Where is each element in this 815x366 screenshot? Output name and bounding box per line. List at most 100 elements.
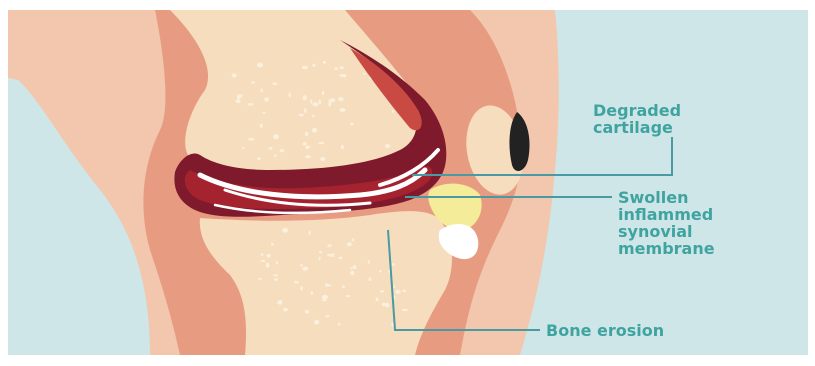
bone-speckle [402, 309, 408, 312]
bone-speckle [261, 89, 263, 93]
bone-speckle [379, 270, 381, 273]
bone-speckle [237, 94, 241, 99]
bone-speckle [403, 289, 406, 292]
bone-speckle [269, 147, 273, 150]
bone-speckle [248, 138, 254, 141]
bone-speckle [341, 145, 344, 149]
bone-speckle [322, 91, 325, 95]
bone-speckle [392, 110, 394, 113]
bone-speckle [353, 265, 356, 270]
bone-speckle [340, 74, 345, 77]
bone-speckle [392, 263, 395, 266]
bone-speckle [232, 73, 237, 77]
bone-speckle [274, 154, 276, 157]
bone-speckle [271, 243, 274, 246]
label-bone-erosion: Bone erosion [546, 321, 664, 340]
bone-speckle [310, 99, 312, 103]
bone-speckle [322, 299, 327, 301]
bone-speckle [280, 149, 285, 152]
label-synovial-line: membrane [618, 239, 715, 258]
bone-speckle [319, 100, 322, 105]
bone-speckle [352, 238, 354, 241]
bone-speckle [304, 108, 306, 113]
bone-speckle [273, 134, 279, 139]
bone-speckle [262, 112, 265, 114]
bone-speckle [273, 274, 278, 276]
bone-speckle [328, 102, 330, 107]
bone-speckle [282, 228, 288, 233]
bone-speckle [302, 66, 308, 70]
bone-speckle [327, 244, 331, 247]
bone-speckle [283, 308, 288, 312]
bone-speckle [313, 102, 319, 106]
bone-speckle [258, 63, 260, 65]
bone-speckle [350, 122, 353, 125]
bone-speckle [278, 300, 283, 305]
bone-speckle [368, 277, 371, 281]
bone-speckle [318, 142, 324, 144]
bone-speckle [300, 286, 303, 290]
bone-speckle [305, 310, 309, 314]
bone-speckle [311, 291, 313, 294]
bone-speckle [276, 261, 278, 264]
bone-speckle [327, 254, 332, 257]
bone-speckle [305, 146, 310, 149]
bone-speckle [242, 147, 244, 149]
bone-speckle [368, 260, 370, 263]
bone-speckle [326, 283, 328, 287]
bone-speckle [385, 303, 390, 308]
bone-speckle [294, 281, 299, 284]
bone-speckle [350, 271, 354, 276]
bone-speckle [302, 267, 308, 271]
label-degraded-cartilage: Degraded cartilage [593, 101, 687, 137]
bone-speckle [395, 290, 400, 294]
bone-speckle [300, 264, 303, 266]
bone-speckle [272, 83, 277, 85]
bone-speckle [339, 257, 343, 260]
bone-speckle [274, 278, 278, 281]
bone-speckle [261, 253, 264, 256]
bone-speckle [299, 114, 304, 117]
bone-speckle [338, 323, 340, 326]
bone-speckle [338, 97, 343, 101]
bone-speckle [309, 231, 311, 235]
bone-speckle [305, 132, 308, 137]
bone-speckle [264, 97, 269, 101]
bone-speckle [257, 157, 261, 160]
bone-speckle [312, 115, 315, 118]
bone-speckle [346, 295, 350, 297]
bone-speckle [312, 63, 315, 66]
bone-speckle [380, 290, 384, 292]
bone-speckle [261, 260, 266, 262]
bone-speckle [323, 61, 326, 64]
bone-speckle [303, 142, 307, 145]
bone-speckle [320, 157, 325, 161]
bone-speckle [303, 95, 307, 100]
bone-speckle [236, 99, 241, 103]
bone-speckle [376, 297, 379, 301]
bone-speckle [334, 67, 338, 69]
bone-speckle [393, 286, 395, 288]
bone-speckle [342, 285, 345, 288]
bone-speckle [260, 124, 263, 128]
bone-speckle [266, 254, 270, 258]
bone-speckle [305, 155, 311, 158]
bone-speckle [266, 263, 270, 268]
bone-speckle [347, 242, 352, 246]
bone-speckle [247, 103, 253, 106]
bone-speckle [340, 108, 346, 112]
bone-speckle [314, 320, 319, 325]
bone-speckle [319, 257, 321, 260]
bone-speckle [312, 128, 317, 133]
bone-speckle [251, 81, 255, 83]
bone-speckle [289, 93, 291, 98]
bone-speckle [326, 315, 330, 317]
bone-speckle [363, 73, 366, 75]
bone-speckle [385, 144, 390, 148]
bone-speckle [258, 278, 262, 280]
bone-speckle [319, 251, 323, 253]
bone-speckle [340, 66, 344, 69]
label-degraded-line: cartilage [593, 118, 673, 137]
